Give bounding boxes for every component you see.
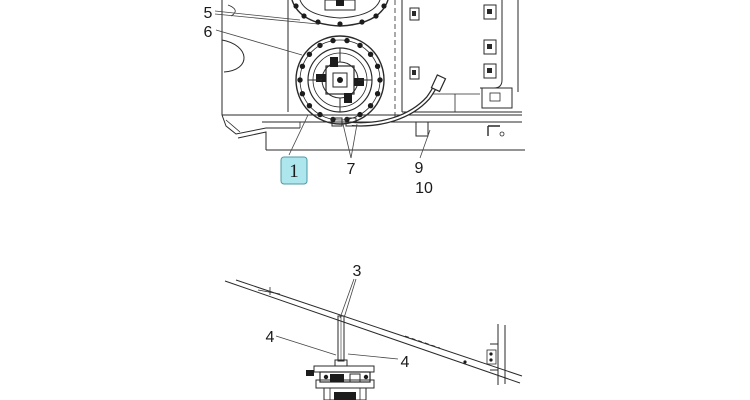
frame-bracket-right-bottom [483, 63, 497, 79]
sloped-frame-member [224, 279, 523, 385]
callout-1-box[interactable]: 1 [280, 156, 308, 185]
motor-body-side [306, 365, 375, 400]
frame-rails [222, 111, 525, 151]
callout-7[interactable]: 7 [347, 161, 356, 178]
callout-5[interactable]: 5 [204, 5, 213, 22]
callout-4-right[interactable]: 4 [401, 354, 410, 371]
leader-lines-upper [214, 10, 431, 159]
sensor-rod [334, 315, 348, 367]
callout-10[interactable]: 10 [415, 180, 433, 197]
lower-side-view [224, 278, 523, 400]
upper-assembly-view [214, 0, 525, 159]
frame-bracket-left-top [409, 7, 420, 21]
frame-outline [221, 0, 519, 120]
drive-motor-upper [291, 0, 389, 27]
axle-housing [221, 114, 301, 150]
hydraulic-hose [351, 74, 447, 137]
frame-bracket-left-bottom [409, 66, 420, 80]
callout-9[interactable]: 9 [415, 160, 424, 177]
mounting-block [481, 87, 513, 109]
callout-1-label: 1 [289, 161, 299, 182]
drive-motor-lower [295, 35, 385, 127]
callout-6[interactable]: 6 [204, 24, 213, 41]
callout-4-left[interactable]: 4 [266, 329, 275, 346]
callout-1-highlight [280, 156, 308, 185]
leader-lines-lower [275, 278, 399, 360]
callout-3[interactable]: 3 [353, 263, 362, 280]
frame-bracket-right-top [483, 4, 497, 55]
